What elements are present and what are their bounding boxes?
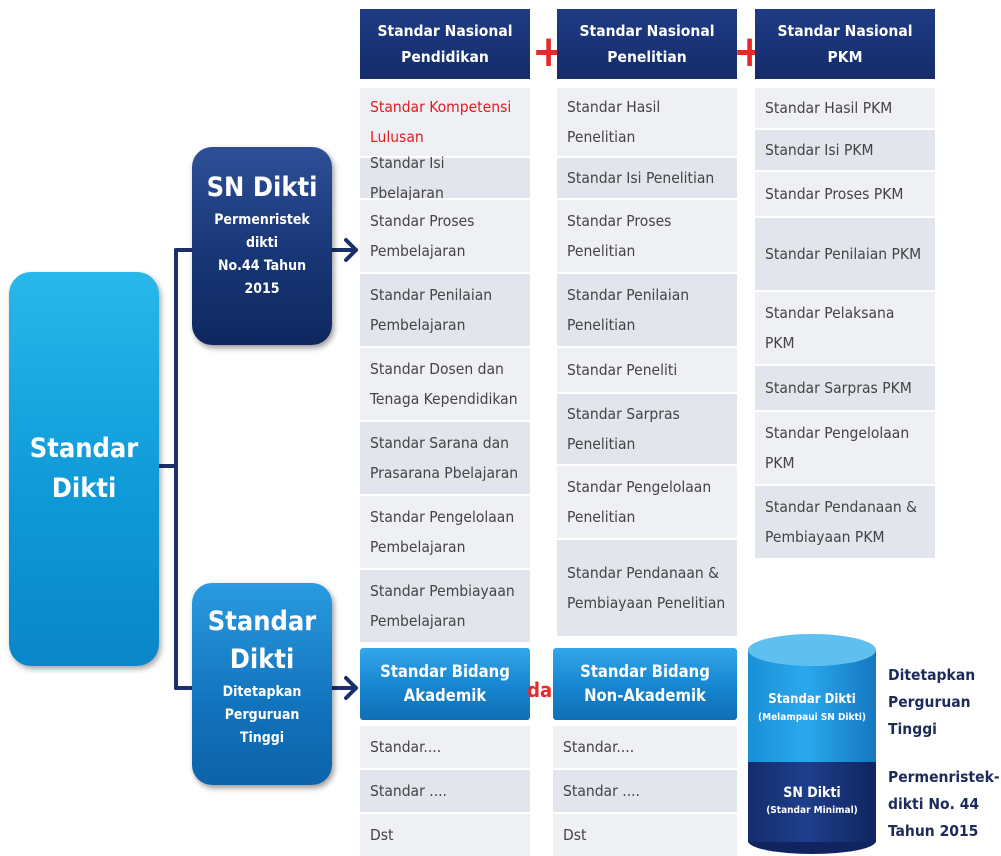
side-note-line: Tahun 2015 xyxy=(888,822,979,840)
bidang-label-line: Standar Bidang xyxy=(380,662,510,681)
sn-dikti-subtitle-line: 2015 xyxy=(244,281,280,297)
sn-dikti-title: SN Dikti xyxy=(206,172,318,203)
cylinder-top-cap xyxy=(748,634,876,666)
sn-dikti-subtitle-line: No.44 Tahun xyxy=(217,258,307,274)
list-pendidikan: Standar Kompetensi Lulusan Standar Isi P… xyxy=(360,88,530,642)
list-item: Standar Kompetensi Lulusan xyxy=(360,88,530,156)
pt-box-subtitle-line: Perguruan xyxy=(224,707,300,723)
side-note-line: dikti No. 44 xyxy=(888,795,980,813)
cylinder-upper-title: Standar Dikti xyxy=(768,692,856,707)
list-item: Standar Penilaian Pembelajaran xyxy=(360,274,530,346)
list-item: Standar .... xyxy=(360,770,530,812)
plus-sign: + xyxy=(733,26,767,77)
list-item: Standar Peneliti xyxy=(557,348,737,392)
pt-box-title: Standar Dikti xyxy=(192,603,332,679)
pt-box-subtitle-line: Ditetapkan xyxy=(222,684,302,700)
list-item: Standar Sarpras PKM xyxy=(755,366,935,410)
cylinder-lower-segment: SN Dikti (Standar Minimal) xyxy=(748,762,876,842)
list-item: Standar Penilaian PKM xyxy=(755,218,935,290)
header-line: Penelitian xyxy=(607,48,687,66)
standar-dikti-pt-box: Standar Dikti Ditetapkan Perguruan Tingg… xyxy=(192,583,332,785)
header-line: PKM xyxy=(827,48,863,66)
list-item: Standar Proses Penelitian xyxy=(557,200,737,272)
list-item: Standar Sarana dan Prasarana Pbelajaran xyxy=(360,422,530,494)
root-label: Standar Dikti xyxy=(29,433,139,504)
pt-box-title-line: Standar xyxy=(207,606,317,637)
list-item: Standar Sarpras Penelitian xyxy=(557,394,737,464)
cylinder-upper-segment: Standar Dikti (Melampaui SN Dikti) xyxy=(748,650,876,762)
list-item: Standar Pendanaan & Pembiayaan PKM xyxy=(755,486,935,558)
sn-dikti-box: SN Dikti Permenristek dikti No.44 Tahun … xyxy=(192,147,332,345)
list-item: Standar .... xyxy=(553,770,737,812)
list-penelitian: Standar Hasil Penelitian Standar Isi Pen… xyxy=(557,88,737,636)
list-item: Standar Hasil Penelitian xyxy=(557,88,737,156)
root-to-branches-line xyxy=(157,248,178,690)
list-item: Standar.... xyxy=(360,726,530,768)
list-item: Standar Pengelolaan Pembelajaran xyxy=(360,496,530,568)
header-line: Standar Nasional xyxy=(579,22,715,40)
pt-box-subtitle: Ditetapkan Perguruan Tinggi xyxy=(192,681,332,750)
list-item: Standar Isi Pbelajaran xyxy=(360,154,530,202)
sn-arrow-head xyxy=(344,238,358,262)
side-note-line: Perguruan xyxy=(888,693,971,711)
header-line: Standar Nasional xyxy=(777,22,913,40)
list-item: Standar Isi Penelitian xyxy=(557,158,737,198)
list-item: Standar Pendanaan & Pembiayaan Penelitia… xyxy=(557,540,737,636)
plus-sign: + xyxy=(532,26,566,77)
list-item: Standar Isi PKM xyxy=(755,130,935,170)
side-note-lower: Permenristek- dikti No. 44 Tahun 2015 xyxy=(888,764,1000,845)
list-item: Standar.... xyxy=(553,726,737,768)
list-item: Standar Pembiayaan Pembelajaran xyxy=(360,570,530,642)
list-item: Standar Proses PKM xyxy=(755,172,935,216)
list-pkm: Standar Hasil PKM Standar Isi PKM Standa… xyxy=(755,88,935,558)
pt-box-title-line: Dikti xyxy=(229,644,295,675)
list-item: Standar Penilaian Penelitian xyxy=(557,274,737,346)
side-note-line: Permenristek- xyxy=(888,768,1000,786)
side-note-line: Tinggi xyxy=(888,720,937,738)
list-bidang-non-akademik: Standar.... Standar .... Dst xyxy=(553,726,737,856)
list-bidang-akademik: Standar.... Standar .... Dst xyxy=(360,726,530,856)
list-item: Dst xyxy=(553,814,737,856)
list-item: Standar Pelaksana PKM xyxy=(755,292,935,364)
bidang-label-line: Akademik xyxy=(403,686,487,705)
sn-dikti-subtitle: Permenristek dikti No.44 Tahun 2015 xyxy=(192,209,332,301)
list-item: Standar Pengelolaan Penelitian xyxy=(557,466,737,538)
list-item: Standar Proses Pembelajaran xyxy=(360,200,530,272)
pt-arrow-head xyxy=(344,676,358,700)
header-line: Pendidikan xyxy=(401,48,489,66)
list-item: Standar Hasil PKM xyxy=(755,88,935,128)
header-line: Standar Nasional xyxy=(377,22,513,40)
cylinder-lower-note: (Standar Minimal) xyxy=(766,805,858,816)
list-item: Dst xyxy=(360,814,530,856)
cylinder-lower-title: SN Dikti xyxy=(783,785,841,801)
pt-box-subtitle-line: Tinggi xyxy=(239,730,285,746)
cylinder-upper-note: (Melampaui SN Dikti) xyxy=(758,712,866,723)
sn-dikti-subtitle-line: dikti xyxy=(245,235,279,251)
side-note-line: Ditetapkan xyxy=(888,666,976,684)
list-item: Standar Pengelolaan PKM xyxy=(755,412,935,484)
bidang-label-line: Non-Akademik xyxy=(584,686,706,705)
list-item: Standar Dosen dan Tenaga Kependidikan xyxy=(360,348,530,420)
bidang-label-line: Standar Bidang xyxy=(580,662,710,681)
sn-dikti-subtitle-line: Permenristek xyxy=(214,212,310,228)
side-note-upper: Ditetapkan Perguruan Tinggi xyxy=(888,662,975,743)
standar-dikti-root-box: Standar Dikti xyxy=(9,272,159,666)
